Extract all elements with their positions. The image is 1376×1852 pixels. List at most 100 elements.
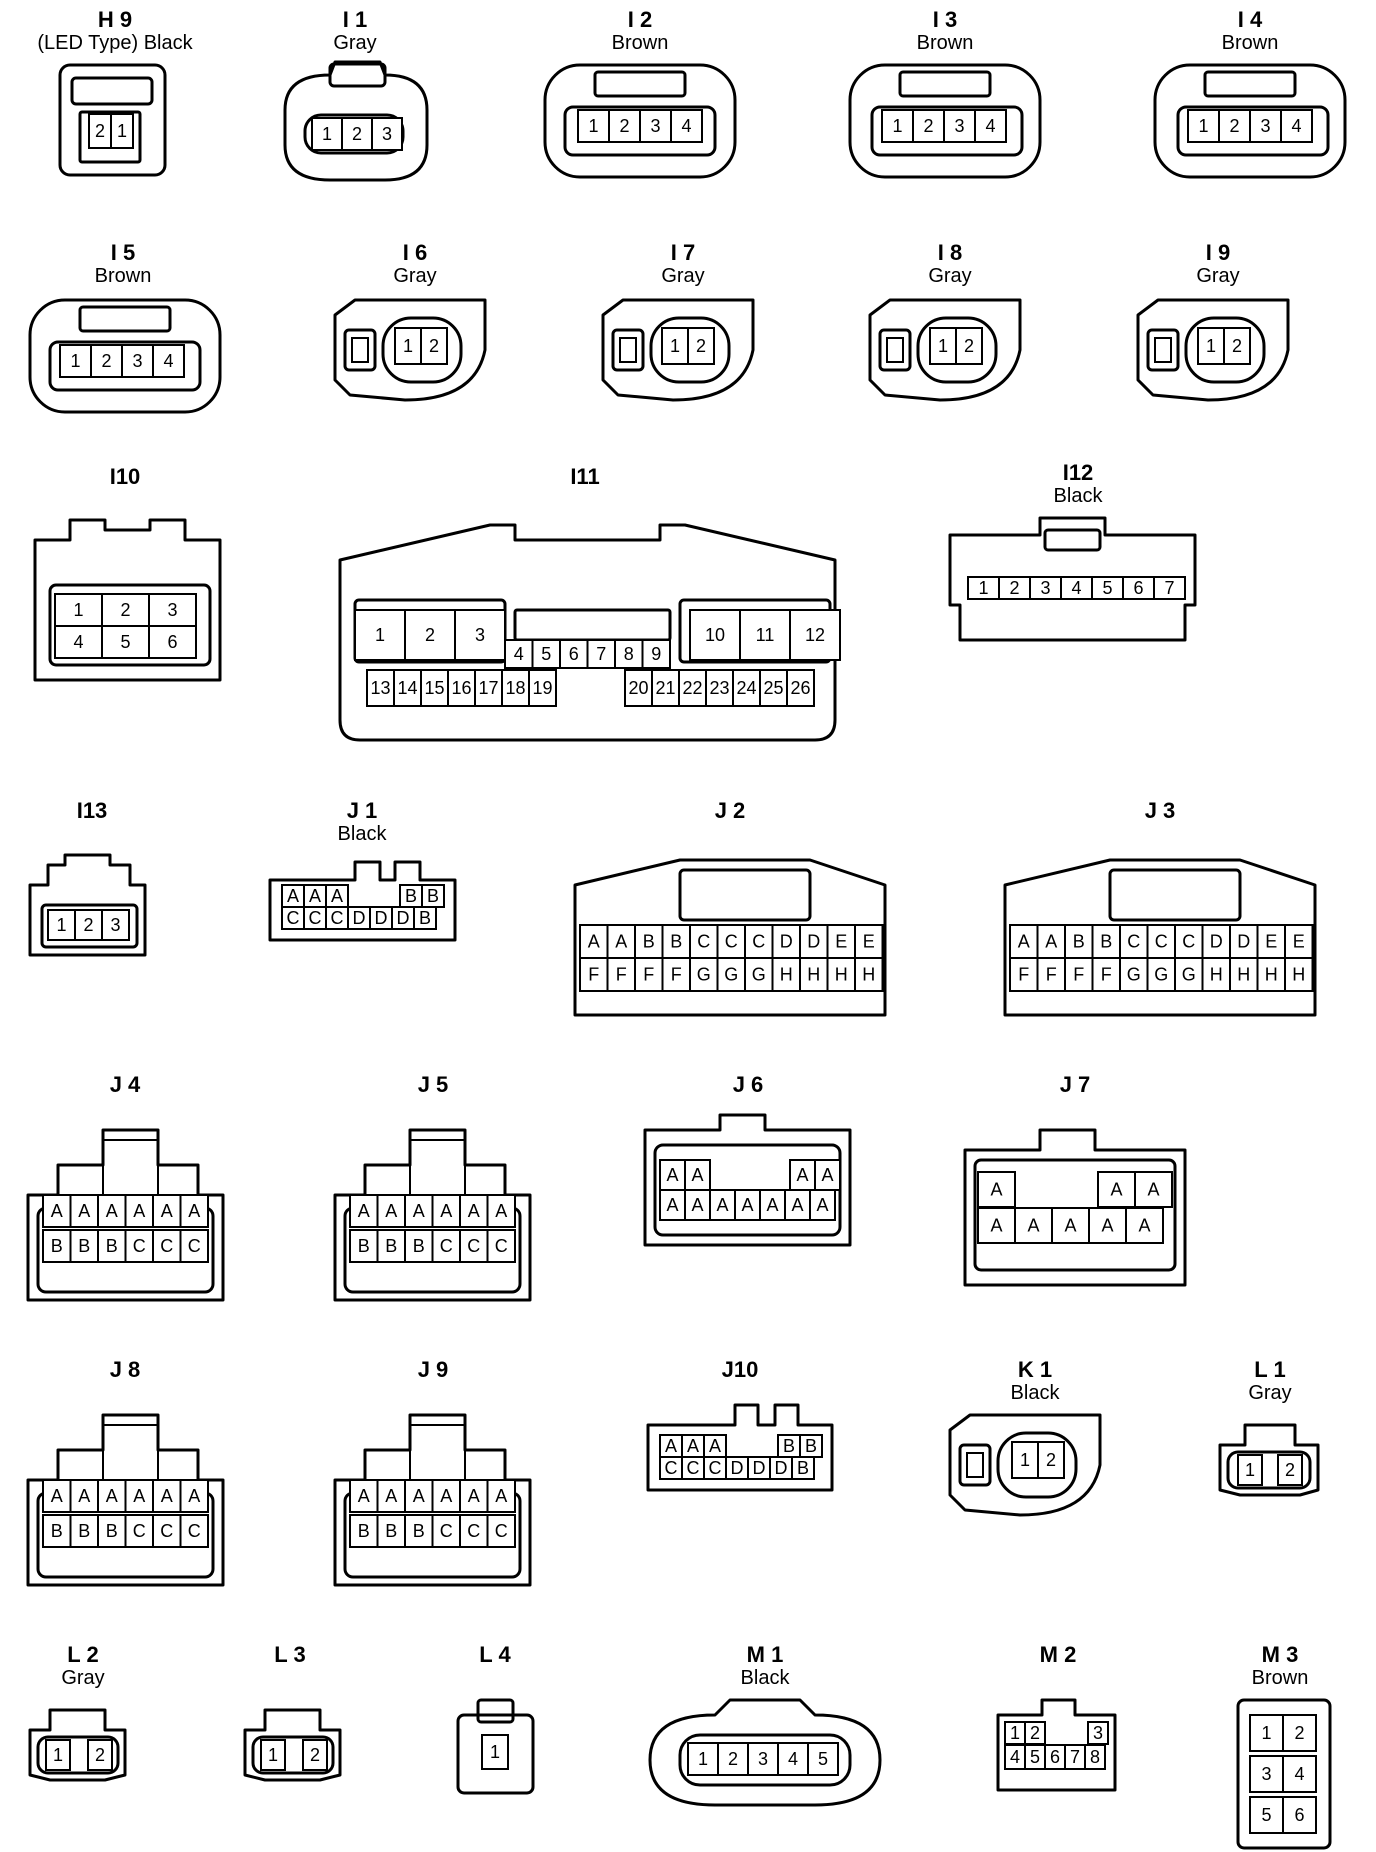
pin-label: C <box>160 1236 173 1256</box>
pin-label: 2 <box>964 336 974 356</box>
pin-cell <box>709 1189 736 1221</box>
connector-code-j5: J 5 <box>418 1072 449 1097</box>
pin-label: D <box>375 908 388 928</box>
pin-label: 2 <box>923 116 933 136</box>
connector-code-i3: I 3 <box>933 7 957 32</box>
pin-label: 11 <box>756 625 775 645</box>
pin-label: 1 <box>892 116 902 136</box>
pin-label: 1 <box>698 1749 708 1769</box>
housing-outline <box>1154 337 1172 363</box>
pin-cell <box>459 1229 489 1263</box>
pin-label: 1 <box>56 915 66 935</box>
pin-cell <box>42 1514 72 1548</box>
pin-label: 3 <box>954 116 964 136</box>
pin-label: 1 <box>1198 116 1208 136</box>
pin-cell <box>528 669 557 707</box>
pin-cell <box>152 1514 182 1548</box>
pin-label: 2 <box>429 336 439 356</box>
pin-label: B <box>805 1436 817 1456</box>
connector-color-i9: Gray <box>1196 265 1239 287</box>
pin-label: 4 <box>1291 116 1301 136</box>
pin-cell <box>454 609 506 661</box>
pin-label: C <box>331 908 344 928</box>
pin-label: 8 <box>624 644 634 664</box>
pin-label: H <box>1265 965 1278 985</box>
pin-cell <box>955 327 983 365</box>
pin-cell <box>579 924 609 959</box>
housing-outline <box>611 328 645 372</box>
pin-label: C <box>709 1458 722 1478</box>
connector-color-h9: (LED Type) Black <box>37 32 193 54</box>
housing-outline <box>36 1735 120 1775</box>
housing-outline <box>543 63 737 179</box>
pin-label: 1 <box>938 336 948 356</box>
pin-label: C <box>440 1521 453 1541</box>
housing-outline <box>409 1139 466 1201</box>
pin-label: A <box>691 1195 703 1215</box>
pin-cell <box>881 109 914 143</box>
pin-label: 23 <box>709 678 729 698</box>
pin-cell <box>124 1479 154 1513</box>
housing-outline <box>48 583 212 667</box>
housing-outline <box>381 316 463 384</box>
pin-label: 3 <box>132 351 142 371</box>
pin-label: B <box>51 1521 63 1541</box>
pin-cell <box>1249 1755 1284 1793</box>
pin-label: 1 <box>375 625 385 645</box>
pin-label: 1 <box>978 578 988 598</box>
pin-cell <box>179 1194 209 1228</box>
pin-label: H <box>862 965 875 985</box>
pin-cell <box>69 1479 99 1513</box>
pin-label: 26 <box>790 678 810 698</box>
housing-outline <box>58 63 167 177</box>
pin-cell <box>759 1189 786 1221</box>
pin-label: 25 <box>763 678 783 698</box>
pin-cell <box>608 109 641 143</box>
pin-label: A <box>1018 932 1030 952</box>
pin-cell <box>826 924 856 959</box>
pin-label: 2 <box>425 625 435 645</box>
connector-color-i12: Black <box>1054 485 1104 507</box>
housing-outline <box>619 337 637 363</box>
pin-label: 8 <box>1090 1747 1100 1767</box>
pin-label: D <box>807 932 820 952</box>
pin-label: B <box>413 1521 425 1541</box>
pin-cell <box>1280 109 1313 143</box>
pin-label: 5 <box>120 632 130 652</box>
pin-label: 1 <box>403 336 413 356</box>
housing-outline <box>996 1431 1078 1499</box>
pin-cell <box>152 1479 182 1513</box>
pin-label: 6 <box>569 644 579 664</box>
pin-label: B <box>385 1236 397 1256</box>
pin-label: D <box>775 1458 788 1478</box>
pin-cell <box>101 625 150 659</box>
pin-label: 2 <box>1232 336 1242 356</box>
pin-cell <box>586 639 616 669</box>
housing-outline <box>78 305 172 333</box>
pin-cell <box>1009 924 1039 959</box>
pin-cell <box>404 1194 434 1228</box>
pin-label: D <box>1210 932 1223 952</box>
pin-cell <box>661 327 689 365</box>
connector-code-i2: I 2 <box>628 7 652 32</box>
pin-cell <box>394 327 422 365</box>
pin-label: 1 <box>588 116 598 136</box>
pin-cell <box>1014 1207 1053 1244</box>
pin-label: E <box>863 932 875 952</box>
connector-code-i7: I 7 <box>671 240 695 265</box>
connector-color-i3: Brown <box>917 32 974 54</box>
housing-outline <box>878 328 912 372</box>
connector-color-j1: Black <box>338 823 388 845</box>
pin-cell <box>974 109 1007 143</box>
pin-cell <box>1277 1454 1303 1486</box>
pin-label: B <box>78 1236 90 1256</box>
pin-label: A <box>133 1201 145 1221</box>
pin-cell <box>854 924 884 959</box>
